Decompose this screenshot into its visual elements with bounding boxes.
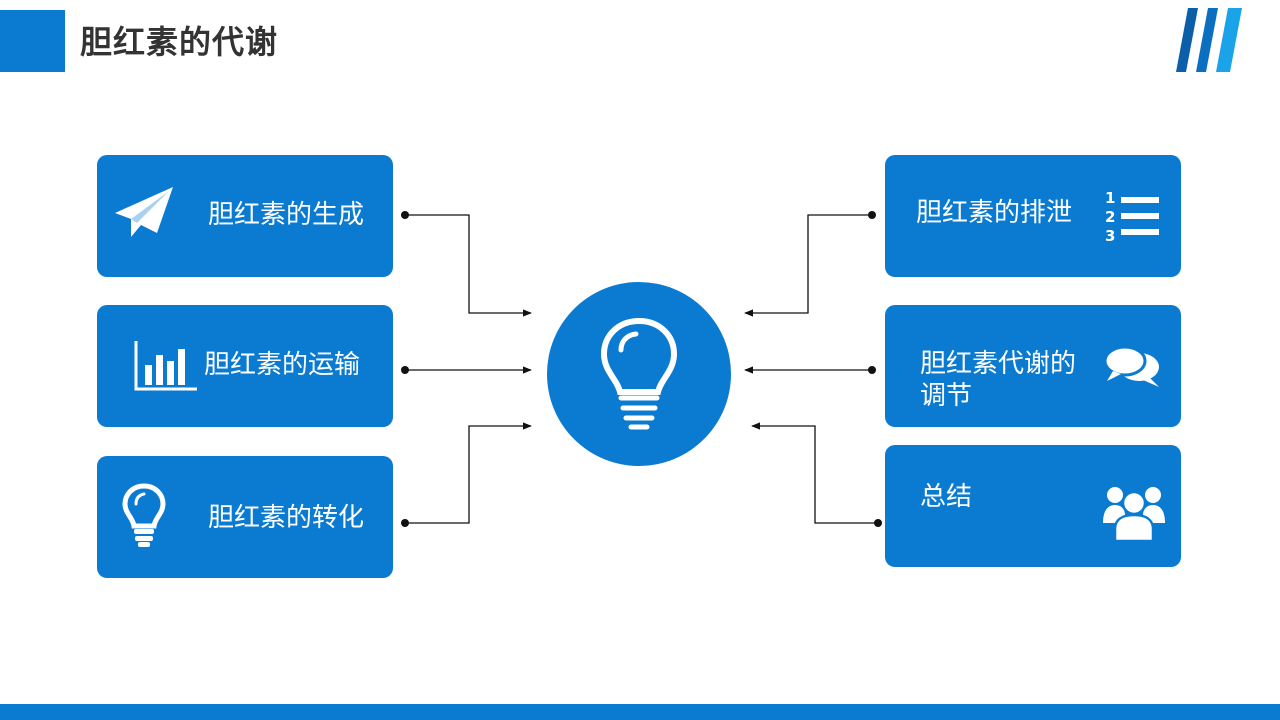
connector-left-bottom xyxy=(405,422,532,524)
chat-bubbles-icon xyxy=(1103,345,1159,387)
lightbulb-icon xyxy=(122,483,166,547)
svg-text:1: 1 xyxy=(1105,189,1115,207)
slide-title: 胆红素的代谢 xyxy=(80,23,279,61)
footer-bar xyxy=(0,704,1280,720)
lightbulb-icon xyxy=(600,317,678,430)
card-label-line2: 调节 xyxy=(920,381,973,411)
card-bilirubin-excretion[interactable]: 胆红素的排泄 1 2 3 xyxy=(885,155,1181,277)
card-label: 胆红素的排泄 xyxy=(916,198,1073,228)
svg-text:3: 3 xyxy=(1105,227,1115,245)
connector-left-top xyxy=(405,214,532,317)
card-bilirubin-regulation[interactable]: 胆红素代谢的 调节 xyxy=(885,305,1181,427)
title-accent-block xyxy=(0,10,65,72)
numbered-list-icon: 1 2 3 xyxy=(1105,189,1159,245)
card-label: 胆红素的运输 xyxy=(204,350,361,380)
card-bilirubin-formation[interactable]: 胆红素的生成 xyxy=(97,155,393,277)
card-label: 胆红素的转化 xyxy=(208,503,365,533)
corner-stripes-decoration xyxy=(1176,8,1242,72)
card-label-line1: 胆红素代谢的 xyxy=(920,349,1077,379)
card-label: 胆红素的生成 xyxy=(208,200,365,230)
card-summary[interactable]: 总结 xyxy=(885,445,1181,567)
svg-text:2: 2 xyxy=(1105,208,1115,226)
center-lightbulb-circle xyxy=(547,282,731,466)
connector-right-top xyxy=(744,214,872,317)
people-group-icon xyxy=(1103,487,1165,541)
card-bilirubin-conversion[interactable]: 胆红素的转化 xyxy=(97,456,393,578)
bar-chart-icon xyxy=(134,341,197,391)
connector-right-bottom xyxy=(751,422,878,524)
card-bilirubin-transport[interactable]: 胆红素的运输 xyxy=(97,305,393,427)
paper-plane-icon xyxy=(115,187,173,237)
card-label: 总结 xyxy=(920,482,973,512)
